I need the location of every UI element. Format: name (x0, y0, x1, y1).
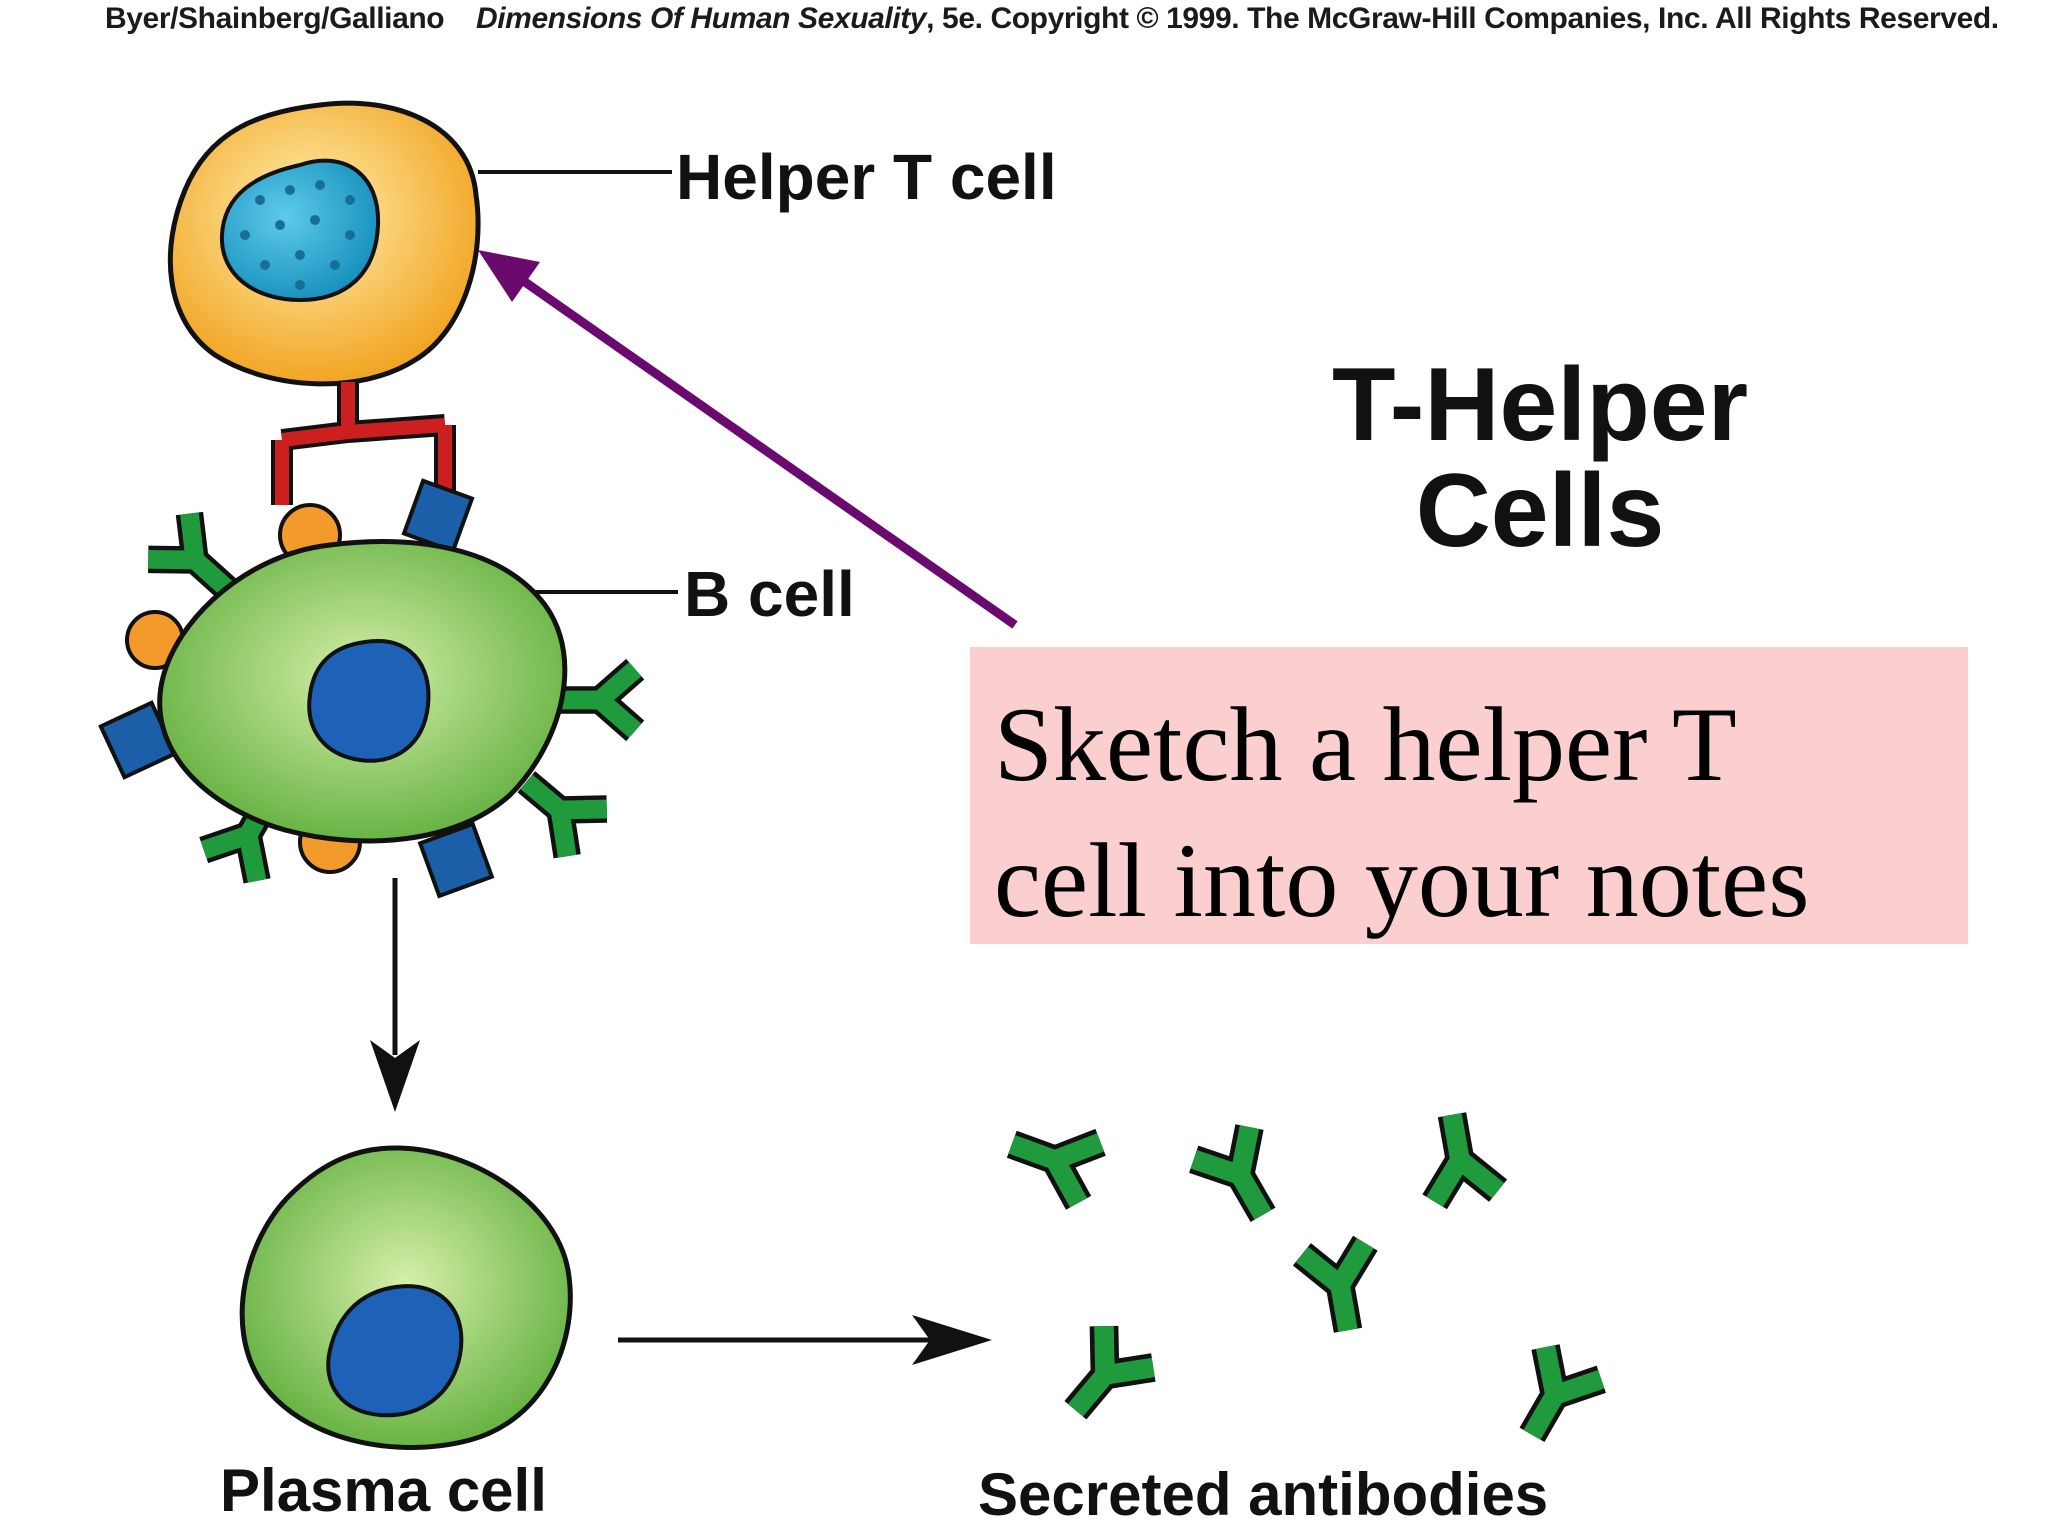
t-cell-receptor (271, 382, 456, 505)
credit-copyright: , 5e. Copyright © 1999. The McGraw-Hill … (926, 2, 1999, 35)
secreted-antibodies-group (1001, 1109, 1602, 1451)
title-line-2: Cells (1415, 453, 1665, 569)
differentiation-arrow (370, 878, 420, 1112)
credit-authors: Byer/Shainberg/Galliano (105, 2, 445, 35)
title-line-1: T-Helper (1331, 347, 1749, 463)
helper-t-cell (167, 100, 481, 387)
secretion-arrow (618, 1315, 992, 1365)
label-b-cell: B cell (684, 558, 855, 630)
label-plasma-cell: Plasma cell (220, 1457, 547, 1524)
plasma-cell-nucleus (326, 1284, 464, 1418)
credit-book-title: Dimensions Of Human Sexuality (475, 2, 927, 35)
b-cell-nucleus (307, 639, 431, 763)
nucleus-dots (240, 180, 355, 290)
pointer-arrow (478, 250, 1018, 629)
label-helper-t-cell: Helper T cell (676, 141, 1057, 213)
instruction-line-2: cell into your notes (994, 822, 1810, 939)
label-secreted-antibodies: Secreted antibodies (978, 1461, 1549, 1528)
b-cell (157, 539, 568, 844)
slide-title: T-Helper Cells (1260, 352, 1820, 564)
plasma-cell (239, 1145, 573, 1450)
instruction-line-1: Sketch a helper T (994, 686, 1737, 803)
copyright-credit: Byer/Shainberg/Galliano Dimensions Of Hu… (105, 2, 1999, 36)
instruction-box: Sketch a helper T cell into your notes (970, 647, 1968, 944)
